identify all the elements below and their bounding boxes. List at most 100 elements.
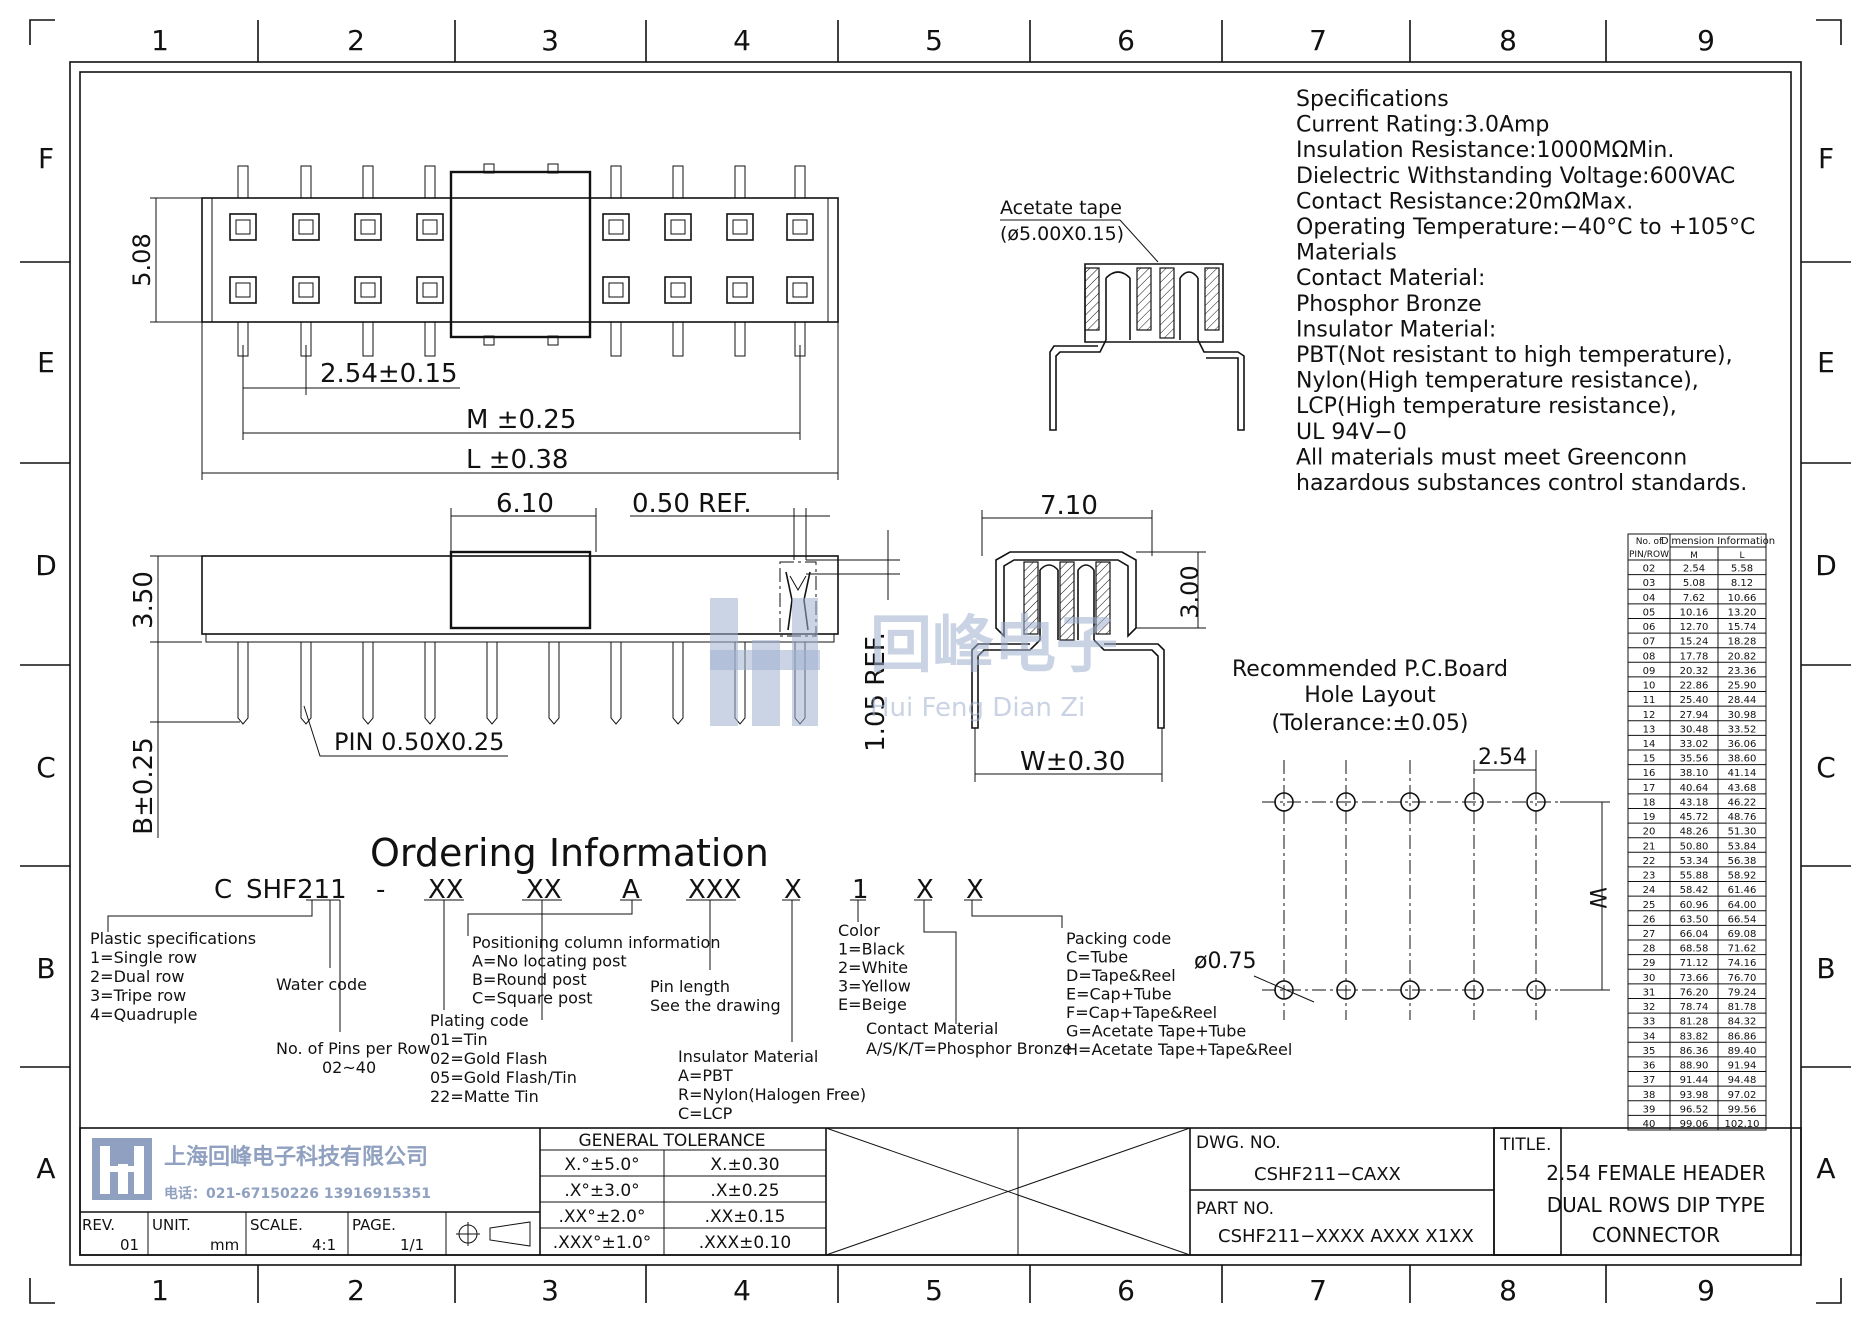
contact-cavity-inner xyxy=(360,219,376,235)
pcb-pitch: 2.54 xyxy=(1478,745,1527,770)
side-pin xyxy=(237,642,249,725)
table-cell-l: 43.68 xyxy=(1728,783,1757,794)
contact-cavity-inner xyxy=(732,219,748,235)
contact-cavity xyxy=(292,213,320,241)
acetate-tape-size: (ø5.00X0.15) xyxy=(1000,223,1124,245)
insulator-line: Insulator Material xyxy=(678,1047,818,1066)
section-view-tape: Acetate tape (ø5.00X0.15) xyxy=(1000,197,1245,431)
pcb-w: W xyxy=(1584,887,1609,909)
table-cell-pins: 33 xyxy=(1643,1017,1656,1028)
dwg-value: CSHF211−CAXX xyxy=(1254,1164,1401,1185)
pcb-holes xyxy=(1262,760,1560,1020)
rev-label: REV. xyxy=(82,1216,115,1234)
table-cell-m: 96.52 xyxy=(1680,1104,1709,1115)
code-packing: X xyxy=(966,875,984,905)
pcb-title-1: Recommended P.C.Board xyxy=(1232,657,1508,682)
side-pin xyxy=(548,642,560,725)
top-pin-upper xyxy=(672,165,684,199)
color-line: Color xyxy=(838,921,880,940)
contact-cavity-inner xyxy=(235,282,251,298)
table-cell-pins: 25 xyxy=(1643,900,1656,911)
grid-row-left-F: F xyxy=(38,142,54,175)
top-pin-upper xyxy=(794,165,806,199)
table-cell-l: 51.30 xyxy=(1728,827,1757,838)
table-cell-pins: 15 xyxy=(1643,754,1656,765)
watermark-cn: 回峰电子 xyxy=(870,608,1118,681)
grid-col-top-4: 4 xyxy=(733,24,751,57)
spec-line: UL 94V−0 xyxy=(1296,420,1407,445)
grid-row-left-C: C xyxy=(36,751,56,784)
plating-line: 22=Matte Tin xyxy=(430,1087,539,1106)
ordering-title: Ordering Information xyxy=(370,831,769,875)
dwg-label: DWG. NO. xyxy=(1196,1133,1281,1153)
tolerance-angle: X.°±5.0° xyxy=(564,1155,639,1175)
contact-cavity xyxy=(416,213,444,241)
side-view-housing xyxy=(201,555,839,635)
table-header-m: M xyxy=(1690,551,1698,561)
contact-cavity xyxy=(229,213,257,241)
contact-cavity xyxy=(229,276,257,304)
contact-cavity-inner xyxy=(732,282,748,298)
packing-line: E=Cap+Tube xyxy=(1066,985,1172,1004)
table-cell-pins: 27 xyxy=(1643,929,1656,940)
table-cell-pins: 31 xyxy=(1643,987,1656,998)
table-cell-pins: 04 xyxy=(1643,593,1656,604)
table-cell-l: 56.38 xyxy=(1728,856,1757,867)
tolerance-title: GENERAL TOLERANCE xyxy=(578,1131,765,1151)
side-pin xyxy=(610,642,622,725)
table-cell-m: 88.90 xyxy=(1680,1061,1709,1072)
grid-col-top-5: 5 xyxy=(925,24,943,57)
projection-symbol-icon xyxy=(456,1221,531,1247)
table-cell-l: 99.56 xyxy=(1728,1104,1757,1115)
contact-cavity-inner xyxy=(608,219,624,235)
spec-line: Contact Material: xyxy=(1296,266,1485,291)
grid-col-bottom-3: 3 xyxy=(541,1274,559,1307)
pcb-hole-layout: Recommended P.C.Board Hole Layout (Toler… xyxy=(1194,657,1610,1020)
top-pin-upper xyxy=(610,165,622,199)
top-pin-lower xyxy=(734,321,746,357)
spec-line: Operating Temperature:−40°C to +105°C xyxy=(1296,215,1755,240)
table-cell-pins: 36 xyxy=(1643,1061,1656,1072)
spec-line: Insulation Resistance:1000MΩMin. xyxy=(1296,138,1674,163)
table-cell-pins: 22 xyxy=(1643,856,1656,867)
dim-l: L ±0.38 xyxy=(466,445,568,475)
table-cell-pins: 13 xyxy=(1643,724,1656,735)
contact-cavity-inner xyxy=(608,282,624,298)
table-cell-m: 93.98 xyxy=(1680,1090,1709,1101)
pin-length-line: See the drawing xyxy=(650,996,781,1015)
title-line-1: 2.54 FEMALE HEADER xyxy=(1546,1161,1765,1185)
color-line: 1=Black xyxy=(838,940,906,959)
table-cell-l: 89.40 xyxy=(1728,1046,1757,1057)
top-pin-upper xyxy=(734,165,746,199)
contact-cavity-inner xyxy=(360,282,376,298)
dim-0-50-ref: 0.50 REF. xyxy=(632,489,752,519)
table-cell-pins: 07 xyxy=(1643,637,1656,648)
contact-cavity xyxy=(726,276,754,304)
plating-line: 01=Tin xyxy=(430,1030,488,1049)
table-cell-m: 58.42 xyxy=(1680,885,1709,896)
packing-line: D=Tape&Reel xyxy=(1066,966,1176,985)
table-cell-l: 71.62 xyxy=(1728,944,1757,955)
table-header-no: No. of xyxy=(1636,537,1663,547)
grid-row-right-E: E xyxy=(1817,346,1835,379)
packing-line: G=Acetate Tape+Tube xyxy=(1066,1022,1246,1041)
table-cell-m: 2.54 xyxy=(1683,564,1705,575)
table-cell-pins: 30 xyxy=(1643,973,1656,984)
table-cell-m: 45.72 xyxy=(1680,812,1709,823)
grid-row-right-A: A xyxy=(1816,1152,1835,1185)
table-cell-l: 61.46 xyxy=(1728,885,1757,896)
dim-6-10: 6.10 xyxy=(496,489,554,519)
side-pin xyxy=(672,642,684,725)
table-cell-l: 66.54 xyxy=(1728,914,1757,925)
table-cell-m: 5.08 xyxy=(1683,578,1705,589)
contact-cavity xyxy=(354,276,382,304)
grid-col-bottom-9: 9 xyxy=(1697,1274,1715,1307)
contact-cavity xyxy=(664,213,692,241)
positioning-line: C=Square post xyxy=(472,989,593,1008)
tolerance-linear: .X±0.25 xyxy=(710,1181,779,1201)
company-name: 上海回峰电子科技有限公司 xyxy=(164,1144,428,1170)
top-view-pick-cap xyxy=(449,170,592,339)
insulator-line: A=PBT xyxy=(678,1066,733,1085)
top-view-contacts xyxy=(229,213,814,304)
